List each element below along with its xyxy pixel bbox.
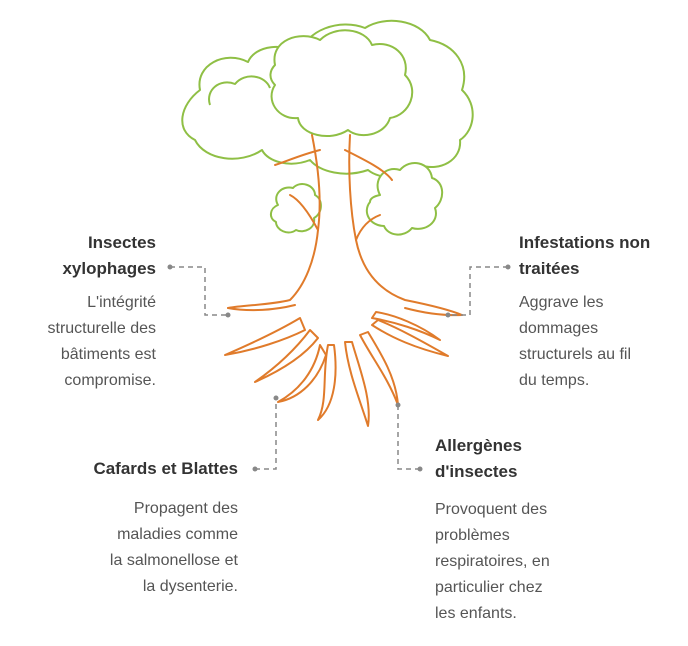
connector-dots <box>167 264 511 472</box>
item-description: Aggrave les dommages structurels au fil … <box>519 294 632 389</box>
item-title: Cafards et Blattes <box>93 459 238 478</box>
item-insectes-xylophages: Insectes xylophages L'intégrité structur… <box>0 230 157 394</box>
item-infestations-non-traitees: Infestations non traitées Aggrave les do… <box>519 230 687 394</box>
item-title: Infestations non traitées <box>519 233 651 278</box>
item-description: L'intégrité structurelle des bâtiments e… <box>47 294 157 389</box>
connector-top-right <box>448 266 508 316</box>
connector-bottom-right <box>397 405 420 470</box>
connector-bottom-left <box>255 398 277 470</box>
item-cafards-et-blattes: Cafards et Blattes Propagent des maladie… <box>38 456 238 600</box>
tree-roots <box>224 311 449 427</box>
connector-top-left <box>170 266 228 316</box>
item-title: Allergènes d'insectes <box>435 436 522 481</box>
item-description: Provoquent des problèmes respiratoires, … <box>435 501 550 622</box>
tree-canopy <box>181 19 474 236</box>
item-description: Propagent des maladies comme la salmonel… <box>109 500 238 595</box>
item-title: Insectes xylophages <box>62 233 156 278</box>
connector-lines <box>170 266 508 470</box>
tree-trunk <box>227 134 463 317</box>
item-allergenes-d-insectes: Allergènes d'insectes Provoquent des pro… <box>435 433 635 627</box>
